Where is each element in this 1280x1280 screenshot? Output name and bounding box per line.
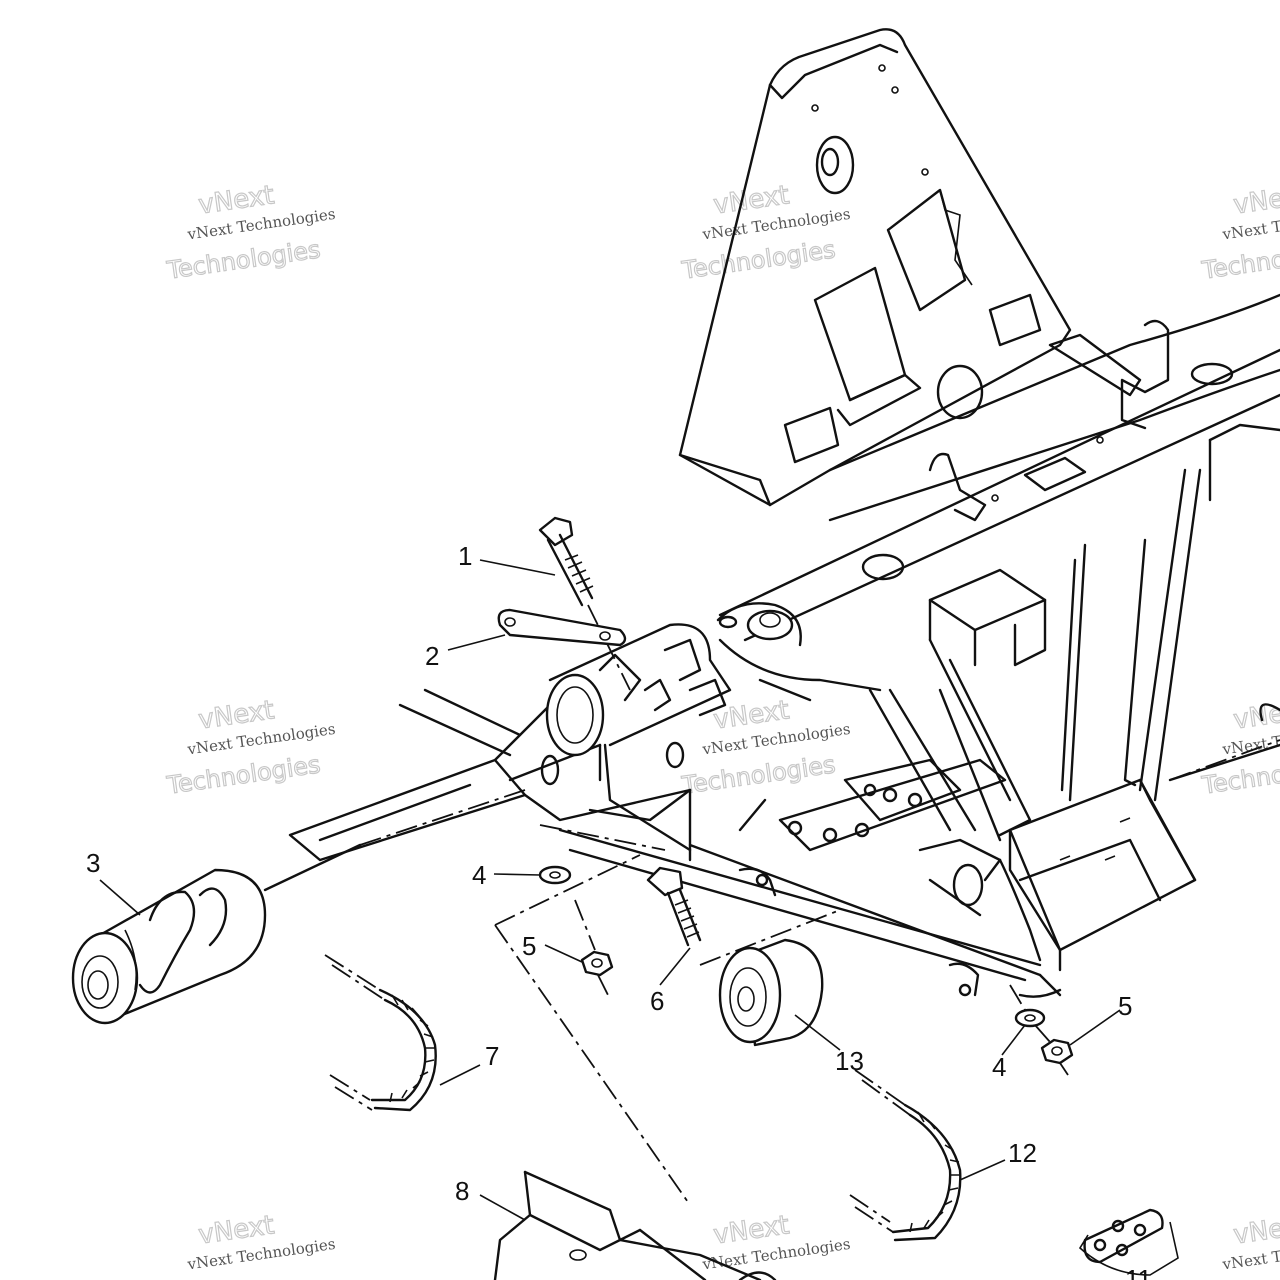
callout-12: 12	[1008, 1138, 1037, 1168]
callout-4b: 4	[992, 1052, 1006, 1082]
part-3-bushing	[71, 843, 362, 1025]
watermark: vNext vNext Technologies	[185, 1210, 336, 1274]
callout-7: 7	[485, 1041, 499, 1071]
svg-text:vNext: vNext	[1232, 1210, 1280, 1250]
watermark: vNext vNext Technologies	[1220, 1210, 1280, 1274]
part-4-washer-b	[1014, 1008, 1046, 1028]
ski-mount-arm	[288, 688, 767, 862]
part-2-link	[497, 608, 627, 647]
callout-1: 1	[458, 541, 472, 571]
callout-8: 8	[455, 1176, 469, 1206]
watermark: vNext vNext Technologies Technologies	[164, 180, 337, 286]
part-1-bolt	[538, 516, 631, 691]
frame-arm	[716, 348, 1280, 702]
watermark: vNext vNext Technologies Technologies	[164, 695, 337, 801]
svg-text:vNext: vNext	[1232, 695, 1280, 735]
upright-plate	[678, 28, 1104, 507]
frame-upper	[828, 293, 1280, 802]
assembly-centerlines	[359, 739, 1280, 1206]
frame-post	[868, 568, 1047, 842]
callout-4a: 4	[472, 860, 486, 890]
part-12-chain	[849, 1069, 962, 1242]
watermark-group: vNext vNext Technologies Technologies vN…	[164, 180, 1280, 1274]
callout-labels: 1 2 3 4 4 5 5 6 7 8 11 12 13	[86, 541, 1152, 1280]
svg-text:Technologies: Technologies	[1200, 235, 1280, 284]
part-5-nut-a	[574, 899, 614, 996]
part-13-bushing	[718, 938, 824, 1047]
watermark: vNext vNext Technologies Technologies	[679, 180, 852, 286]
callout-3: 3	[86, 848, 100, 878]
callout-5a: 5	[522, 931, 536, 961]
part-7-chain	[324, 954, 437, 1112]
callout-5b: 5	[1118, 991, 1132, 1021]
part-6-bolt	[646, 866, 702, 947]
callout-6: 6	[650, 986, 664, 1016]
frame-foot	[998, 778, 1197, 972]
spindle-housing	[540, 623, 732, 852]
svg-text:vNext: vNext	[1232, 180, 1280, 220]
slide-rails	[558, 828, 1062, 998]
part-5-nut-b	[1034, 1024, 1074, 1076]
part-4-washer-a	[538, 865, 572, 885]
part-8-bracket	[493, 1170, 777, 1280]
part-11-link-plate	[1078, 1208, 1179, 1276]
callout-13: 13	[835, 1046, 864, 1076]
callout-2: 2	[425, 641, 439, 671]
watermark: vNext vNext Technologies Technologies	[1199, 180, 1280, 286]
callout-11: 11	[1125, 1264, 1152, 1280]
lower-cross-member	[778, 758, 1007, 917]
leader-lines	[99, 559, 1121, 1221]
